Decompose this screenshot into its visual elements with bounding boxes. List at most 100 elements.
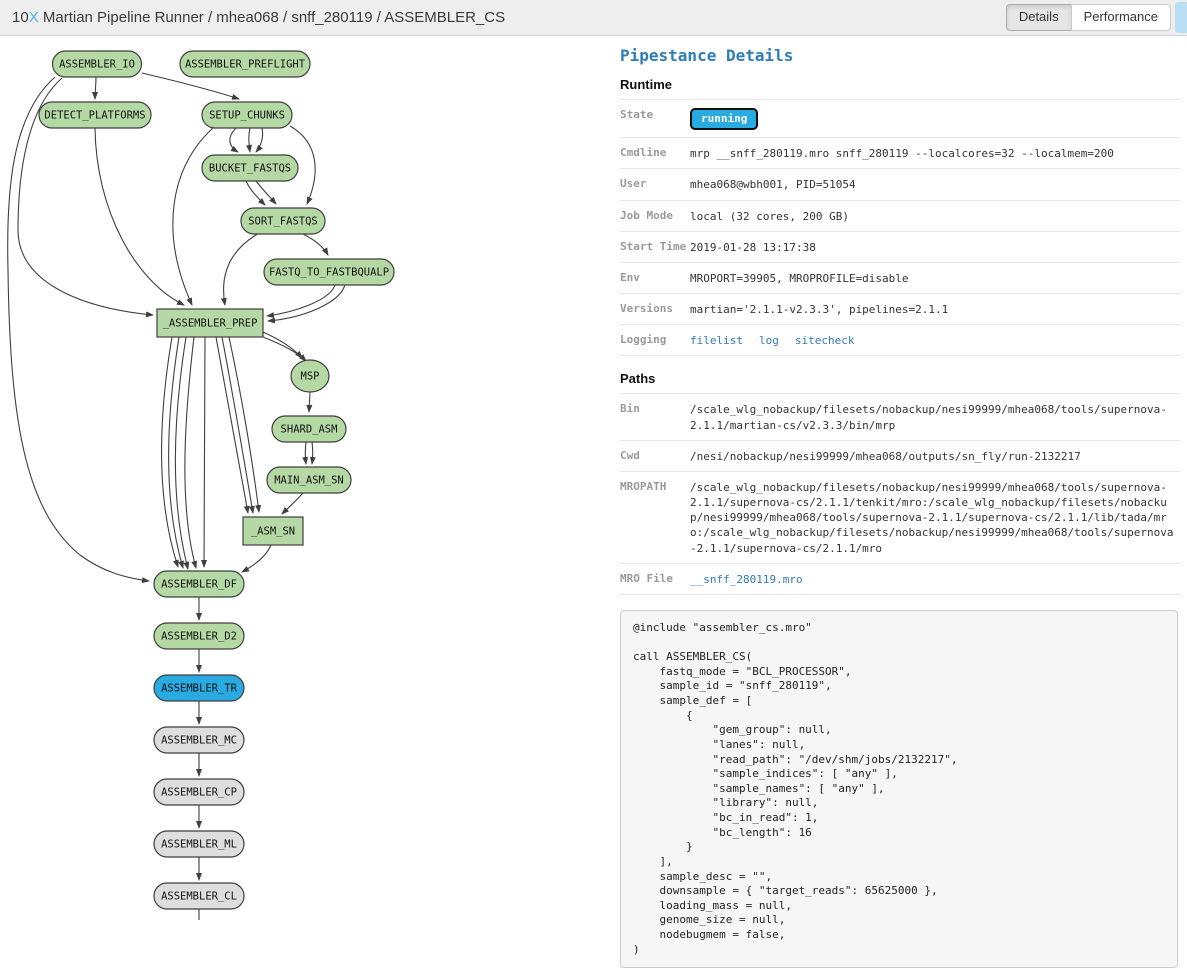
edge-_assembler_prep-to-msp: [262, 336, 307, 362]
edge-detect_platforms-to-_assembler_prep: [94, 127, 185, 306]
row-value: __snff_280119.mro: [690, 562, 1180, 595]
node-shape: [240, 207, 326, 235]
node-assembler_cl[interactable]: ASSEMBLER_CL: [153, 882, 245, 910]
row-value: /scale_wlg_nobackup/filesets/nobackup/ne…: [690, 393, 1180, 441]
row-label: State: [620, 98, 690, 138]
node-assembler_df[interactable]: ASSEMBLER_DF: [153, 570, 245, 598]
row-value: mrp __snff_280119.mro snff_280119 --loca…: [690, 137, 1180, 169]
row-label: Logging: [620, 324, 690, 357]
node-shape: [153, 726, 245, 754]
node-assembler_mc[interactable]: ASSEMBLER_MC: [153, 726, 245, 754]
edge-bucket_fastqs-to-sort_fastqs: [255, 180, 277, 205]
edge-_assembler_prep-to-assembler_df: [168, 336, 184, 569]
edge-_assembler_prep-to-_asm_sn: [228, 336, 262, 513]
node-shape: [201, 154, 299, 182]
pipeline-dag: ASSEMBLER_IO ASSEMBLER_PREFLIGHT DETECT_PL…: [7, 50, 395, 920]
header-bar: 10X Martian Pipeline Runner / mhea068 / …: [0, 0, 1187, 36]
node-shape: [153, 674, 245, 702]
edge-_asm_sn-to-assembler_df: [241, 544, 272, 573]
row-value: /scale_wlg_nobackup/filesets/nobackup/ne…: [690, 470, 1180, 564]
row-label: Env: [620, 261, 690, 294]
node-assembler_preflight[interactable]: ASSEMBLER_PREFLIGHT: [179, 50, 311, 78]
edge-setup_chunks-to-bucket_fastqs: [229, 127, 239, 153]
edge-assembler_io-to-detect_platforms: [92, 76, 99, 100]
state-badge: running: [690, 108, 759, 131]
node-msp[interactable]: MSP: [290, 359, 330, 393]
edge-msp-to-shard_asm: [306, 391, 313, 413]
edge-_assembler_prep-to-assembler_df: [201, 336, 208, 568]
node-shape: [201, 101, 293, 129]
node-shape: [271, 415, 347, 443]
tab-details[interactable]: Details: [1005, 4, 1072, 32]
tab-performance[interactable]: Performance: [1070, 4, 1171, 32]
node-shape: [153, 570, 245, 598]
node-setup_chunks[interactable]: SETUP_CHUNKS: [201, 101, 293, 129]
node-shape: [242, 516, 304, 546]
node-fastq_to_fastbqualp[interactable]: FASTQ_TO_FASTBQUALP: [263, 258, 395, 286]
row-label: Cwd: [620, 439, 690, 472]
row-value: mhea068@wbh001, PID=51054: [690, 168, 1180, 201]
title-x-accent: X: [28, 9, 39, 26]
edge-bucket_fastqs-to-sort_fastqs: [245, 180, 266, 206]
node-assembler_d2[interactable]: ASSEMBLER_D2: [153, 622, 245, 650]
node-detect_platforms[interactable]: DETECT_PLATFORMS: [38, 101, 152, 129]
edge-fastq_to_fastbqualp-to-_assembler_prep: [266, 284, 336, 319]
view-tab-group: Details Performance: [1005, 4, 1171, 32]
node-shape: [263, 258, 395, 286]
section-title: Paths: [620, 371, 656, 387]
node-assembler_ml[interactable]: ASSEMBLER_ML: [153, 830, 245, 858]
detail-row: MROPATH/scale_wlg_nobackup/filesets/noba…: [620, 470, 1180, 564]
edge-assembler_io-to-_assembler_prep: [17, 77, 154, 318]
edge-main_asm_sn-to-_asm_sn: [281, 492, 304, 515]
edge-setup_chunks-to-_assembler_prep: [172, 127, 214, 306]
edge-setup_chunks-to-bucket_fastqs: [246, 127, 252, 153]
row-label: MRO File: [620, 562, 690, 595]
node-_asm_sn[interactable]: _ASM_SN: [242, 516, 304, 546]
node-assembler_io[interactable]: ASSEMBLER_IO: [51, 50, 143, 78]
node-bucket_fastqs[interactable]: BUCKET_FASTQS: [201, 154, 299, 182]
edge-_assembler_prep-to-assembler_df: [174, 336, 190, 570]
node-shape: [290, 359, 330, 393]
node-_assembler_prep[interactable]: _ASSEMBLER_PREP: [156, 308, 264, 338]
node-shape: [156, 308, 264, 338]
row-value: MROPORT=39905, MROPROFILE=disable: [690, 261, 1180, 294]
edge-_assembler_prep-to-assembler_df: [184, 336, 198, 569]
detail-row: Cwd/nesi/nobackup/nesi99999/mhea068/outp…: [620, 439, 1180, 472]
row-label: Bin: [620, 393, 690, 441]
row-label: MROPATH: [620, 470, 690, 564]
sitecheck-link[interactable]: sitecheck: [794, 334, 855, 348]
log-link[interactable]: log: [758, 334, 779, 348]
node-main_asm_sn[interactable]: MAIN_ASM_SN: [266, 466, 352, 494]
mro-code-block: @include "assembler_cs.mro" call ASSEMBL…: [620, 609, 1178, 969]
node-sort_fastqs[interactable]: SORT_FASTQS: [240, 207, 326, 235]
node-shape: [153, 882, 245, 910]
page-title: 10X Martian Pipeline Runner / mhea068 / …: [12, 9, 505, 26]
row-label: User: [620, 168, 690, 201]
node-shape: [179, 50, 311, 78]
title-prefix: 10: [12, 9, 29, 26]
node-shard_asm[interactable]: SHARD_ASM: [271, 415, 347, 443]
node-shape: [266, 466, 352, 494]
edge-_assembler_prep-to-assembler_df: [160, 336, 179, 568]
node-assembler_tr[interactable]: ASSEMBLER_TR: [153, 674, 245, 702]
row-label: Versions: [620, 293, 690, 325]
edge-_assembler_prep-to-_asm_sn: [221, 336, 255, 514]
edge-setup_chunks-to-sort_fastqs: [289, 125, 316, 205]
node-assembler_cp[interactable]: ASSEMBLER_CP: [153, 778, 245, 806]
filelist-link[interactable]: filelist: [690, 334, 743, 348]
header-right-blue-fragment: [1175, 2, 1187, 33]
mro-file-link[interactable]: __snff_280119.mro: [690, 572, 803, 586]
row-value: martian='2.1.1-v2.3.3', pipelines=2.1.1: [690, 293, 1180, 325]
edge-shard_asm-to-main_asm_sn: [302, 441, 309, 465]
row-value: 2019-01-28 13:17:38: [690, 230, 1180, 263]
